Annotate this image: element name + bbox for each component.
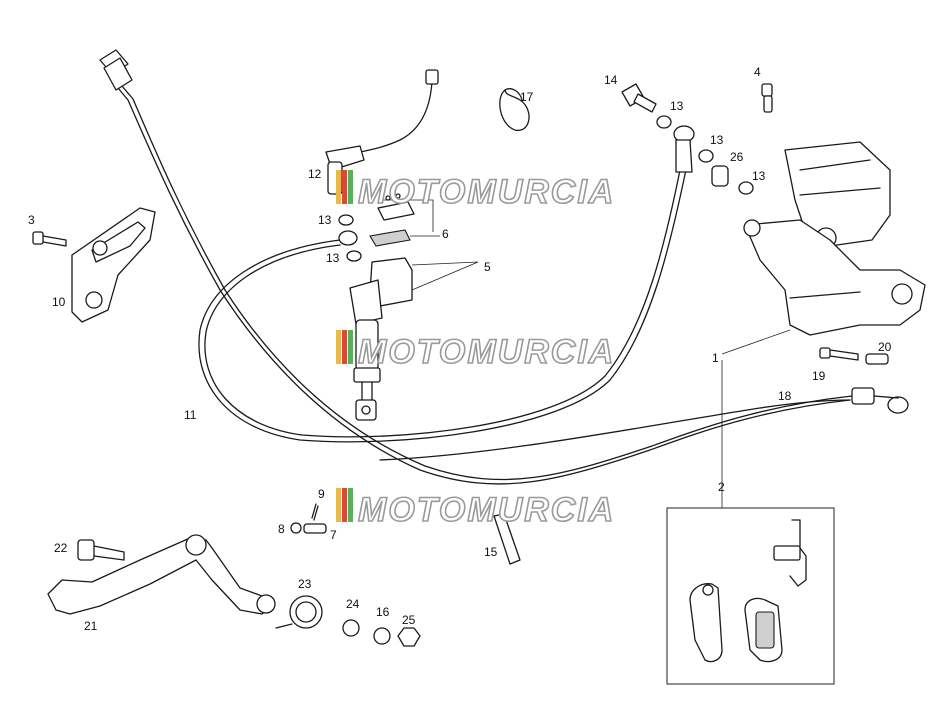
master-cylinder-5: [349, 257, 413, 421]
washer-8: [290, 522, 302, 534]
washer-13-b: [698, 149, 714, 163]
callouts: 1 2 3 4 5 6 7 8 9 10 11 12 13 13 13 13 1…: [28, 65, 892, 633]
callout-23: 23: [298, 577, 312, 591]
callout-2: 2: [718, 480, 725, 494]
spring-23: [275, 595, 323, 629]
pin-7: [303, 523, 327, 534]
washer-24: [342, 619, 360, 637]
leader-lines: [380, 199, 791, 508]
sensor-connector: [99, 49, 133, 91]
pin-20: [865, 353, 889, 365]
watermark-text-middle: MOTOMURCIA: [358, 333, 615, 371]
callout-13-d: 13: [710, 133, 724, 147]
spring-pin-9: [311, 503, 319, 521]
bleeder-4: [761, 83, 773, 113]
bolt-22: [77, 539, 125, 561]
callout-13-c: 13: [670, 99, 684, 113]
callout-18: 18: [778, 389, 792, 403]
brake-hose-11: [198, 149, 691, 443]
callout-1: 1: [712, 351, 719, 365]
bolt-19: [819, 347, 859, 361]
reservoir-cap-6: [369, 193, 415, 247]
pad-kit-box: [666, 507, 835, 685]
callout-15: 15: [484, 545, 498, 559]
brake-pad-left: [689, 583, 723, 663]
callout-16: 16: [376, 605, 390, 619]
washer-13-a: [656, 115, 672, 129]
callout-4: 4: [754, 65, 761, 79]
watermark-top: MOTOMURCIA: [336, 170, 615, 212]
washer-13-upper: [338, 214, 354, 226]
sensor-cable: [117, 87, 851, 485]
callout-13-e: 13: [752, 169, 766, 183]
nut-25: [397, 627, 421, 647]
callout-10: 10: [52, 295, 66, 309]
callout-11: 11: [184, 408, 197, 422]
callout-26: 26: [730, 150, 744, 164]
washer-13-c: [738, 181, 754, 195]
watermark-text-top: MOTOMURCIA: [358, 173, 615, 211]
callout-22: 22: [54, 541, 68, 555]
hose-15: [493, 513, 521, 565]
callout-5: 5: [484, 260, 491, 274]
callout-7: 7: [330, 528, 337, 542]
callout-17: 17: [520, 90, 534, 104]
callout-21: 21: [84, 619, 98, 633]
spacer-26: [711, 165, 729, 187]
callout-3: 3: [28, 213, 35, 227]
watermark-text-bottom: MOTOMURCIA: [358, 491, 615, 529]
pad-spring: [773, 519, 807, 587]
washer-16: [373, 627, 391, 645]
sensor-tip: [851, 387, 909, 414]
callout-24: 24: [346, 597, 360, 611]
callout-9: 9: [318, 487, 325, 501]
callout-8: 8: [278, 522, 285, 536]
caliper-1: [743, 141, 926, 336]
brake-pedal-21: [47, 534, 276, 615]
washer-13-lower: [346, 250, 362, 262]
callout-6: 6: [442, 227, 449, 241]
callout-20: 20: [878, 340, 892, 354]
bolt-3: [32, 231, 67, 247]
cable-18: [379, 399, 851, 461]
callout-13-b: 13: [326, 251, 340, 265]
callout-25: 25: [402, 613, 416, 627]
watermark-middle: MOTOMURCIA: [336, 330, 615, 372]
callout-14: 14: [604, 73, 618, 87]
callout-13-a: 13: [318, 213, 332, 227]
guard-plate-10: [71, 207, 156, 323]
clip-17: [499, 88, 530, 131]
watermark-bottom: MOTOMURCIA: [336, 488, 615, 530]
brake-pad-right: [744, 597, 783, 663]
banjo-bolt-14: [621, 83, 657, 113]
callout-19: 19: [812, 369, 826, 383]
callout-12: 12: [308, 167, 322, 181]
